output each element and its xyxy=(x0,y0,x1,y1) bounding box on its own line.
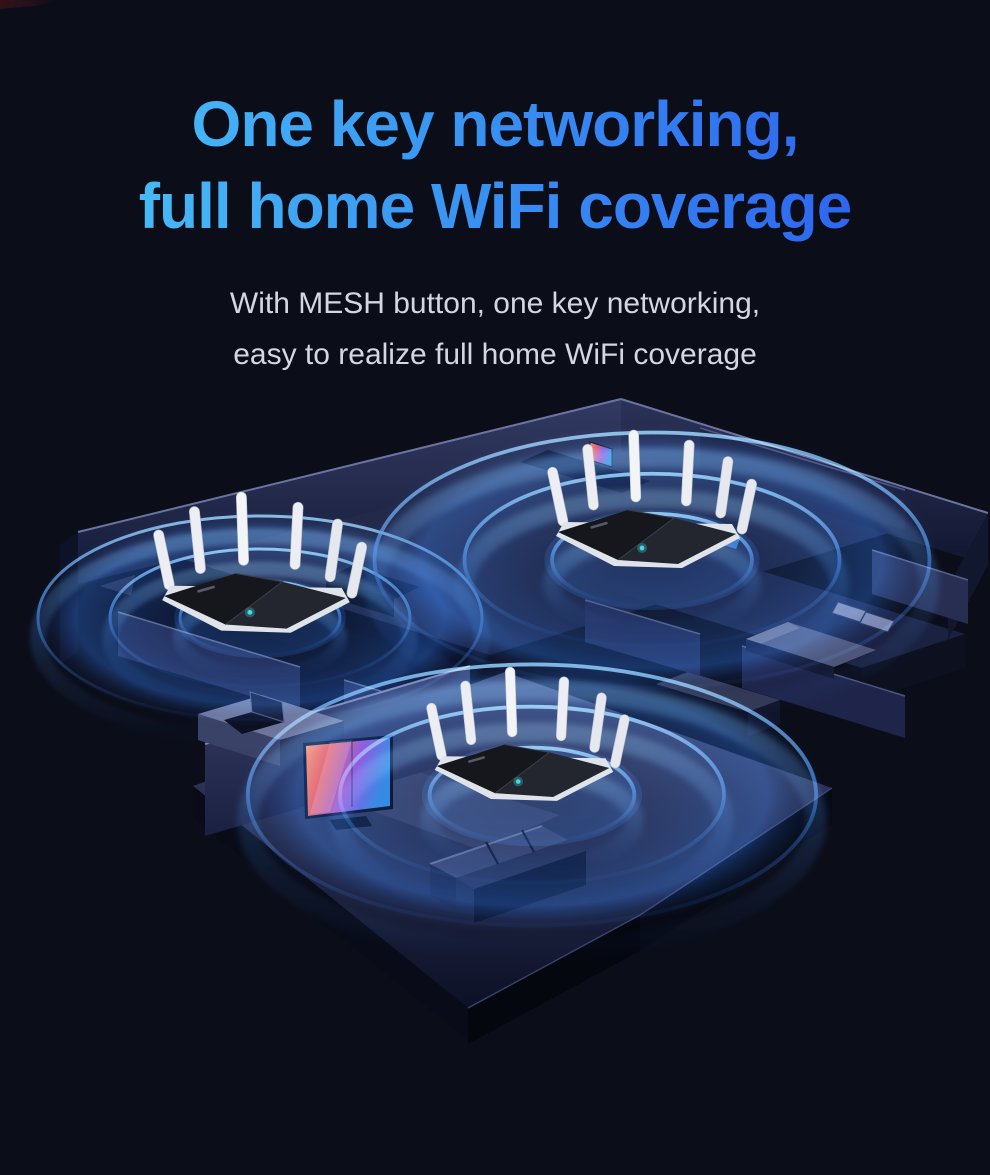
floor-bedroom-front xyxy=(862,634,965,702)
page-subtitle: With MESH button, one key networking, ea… xyxy=(0,278,990,380)
top-left-artifact xyxy=(0,0,56,9)
wall-top-left-edge xyxy=(77,398,622,533)
wifi-rings xyxy=(30,425,940,951)
coverage-illustration xyxy=(0,398,989,1044)
subtitle-line-2: easy to realize full home WiFi coverage xyxy=(233,338,757,371)
title-line-1: One key networking, xyxy=(191,88,799,160)
wifi-rings-center xyxy=(238,657,827,951)
page-title: One key networking, full home WiFi cover… xyxy=(0,84,990,248)
subtitle-line-1: With MESH button, one key networking, xyxy=(229,287,761,320)
title-line-2: full home WiFi coverage xyxy=(138,169,852,242)
